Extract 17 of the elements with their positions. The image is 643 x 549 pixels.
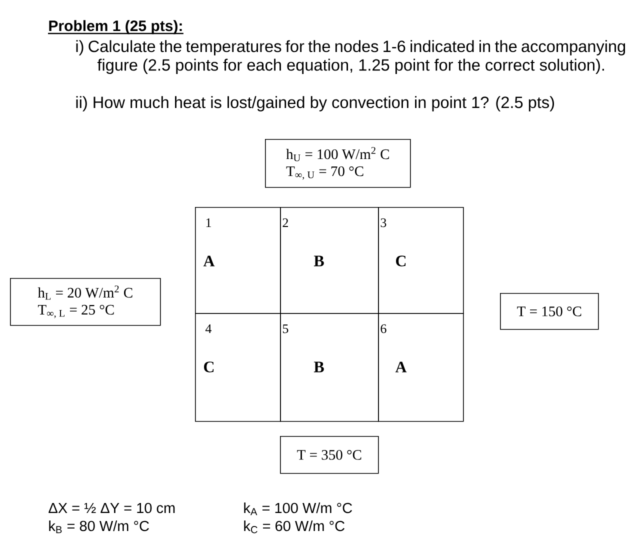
title: Problem 1 (25 pts): xyxy=(48,20,184,34)
grid-cell: 6 A xyxy=(378,313,464,422)
grid-cell: 3 C xyxy=(378,206,464,314)
given-value: ΔX = ½ ΔY = 10 cm xyxy=(48,502,175,514)
boundary-condition-box: h$_{L}$ = 20 W/m$^{2}$ C T$_{∞, L}$ = 25 °C xyxy=(10,278,161,326)
given-value: k$_{C}$ = 60 W/m °C xyxy=(244,520,344,534)
boundary-condition-box: h$_{U}$ = 100 W/m$^{2}$ C T$_{∞, U}$ = 70 °C xyxy=(265,138,411,188)
given-value: k$_{A}$ = 100 W/m °C xyxy=(244,502,352,516)
grid-cell: 4 C xyxy=(195,313,281,422)
problem-text: i) Calculate the temperatures for the nodes 1-6 indicated in the accompanying figure (2.5 points for each equation, 1.25 point for the correct solution). xyxy=(76,40,626,74)
temperature-box: T = 350 °C xyxy=(280,436,379,474)
problem-text: ii) How much heat is lost/gained by convection in point 1? (2.5 pts) xyxy=(76,96,554,112)
temperature-box: T = 150 °C xyxy=(500,293,599,330)
grid-cell: 5 B xyxy=(280,313,379,422)
grid-cell: 2 B xyxy=(280,206,379,314)
grid-cell: 1 A xyxy=(195,206,281,314)
given-value: k$_{B}$ = 80 W/m °C xyxy=(49,520,149,534)
